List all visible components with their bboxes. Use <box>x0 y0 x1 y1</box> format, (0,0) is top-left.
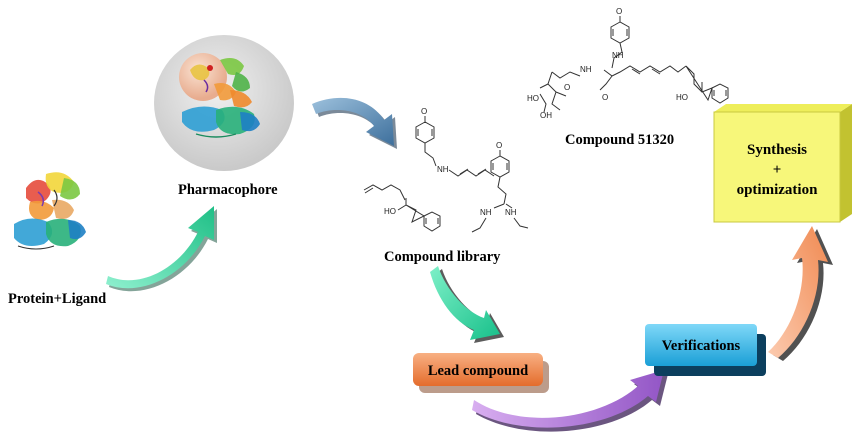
svg-text:HO: HO <box>676 93 688 102</box>
svg-text:NH: NH <box>505 208 517 217</box>
compound-51320-structure: O NH NH O O HO OH HO <box>527 7 729 120</box>
arrow-to-lead-compound <box>430 266 504 343</box>
compound-51320-label: Compound 51320 <box>565 132 674 148</box>
svg-text:OH: OH <box>540 111 552 120</box>
compound-library-label: Compound library <box>384 249 501 265</box>
svg-text:O: O <box>616 7 622 16</box>
arrow-to-synthesis <box>768 226 833 361</box>
protein-structure-illustration <box>14 172 86 250</box>
compound-library-structures: O NH HO O NH NH <box>363 107 529 233</box>
svg-text:O: O <box>421 107 427 116</box>
lead-compound-label: Lead compound <box>428 363 528 379</box>
protein-ligand-label: Protein+Ligand <box>8 291 106 307</box>
svg-text:NH: NH <box>612 51 624 60</box>
svg-text:O: O <box>564 83 570 92</box>
svg-text:HO: HO <box>527 94 539 103</box>
svg-text:NH: NH <box>580 65 592 74</box>
plus-label: + <box>773 162 782 178</box>
lead-compound-box <box>413 353 549 393</box>
arrow-to-verifications <box>472 370 668 432</box>
pharmacophore-label: Pharmacophore <box>178 182 278 198</box>
svg-text:NH: NH <box>480 208 492 217</box>
svg-text:O: O <box>602 93 608 102</box>
arrow-to-pharmacophore <box>106 206 217 292</box>
synthesis-label: Synthesis <box>747 142 807 158</box>
optimization-label: optimization <box>737 182 818 198</box>
svg-text:HO: HO <box>384 207 396 216</box>
arrow-to-compound-library <box>312 97 397 149</box>
library-molecule-1: O NH HO <box>363 107 495 232</box>
library-molecule-2: O NH NH <box>471 141 529 233</box>
svg-text:O: O <box>496 141 502 150</box>
synthesis-optimization-box <box>713 104 852 223</box>
verifications-box <box>645 324 766 376</box>
pharmacophore-illustration <box>154 35 294 171</box>
svg-text:NH: NH <box>437 165 449 174</box>
verifications-label: Verifications <box>662 338 741 354</box>
